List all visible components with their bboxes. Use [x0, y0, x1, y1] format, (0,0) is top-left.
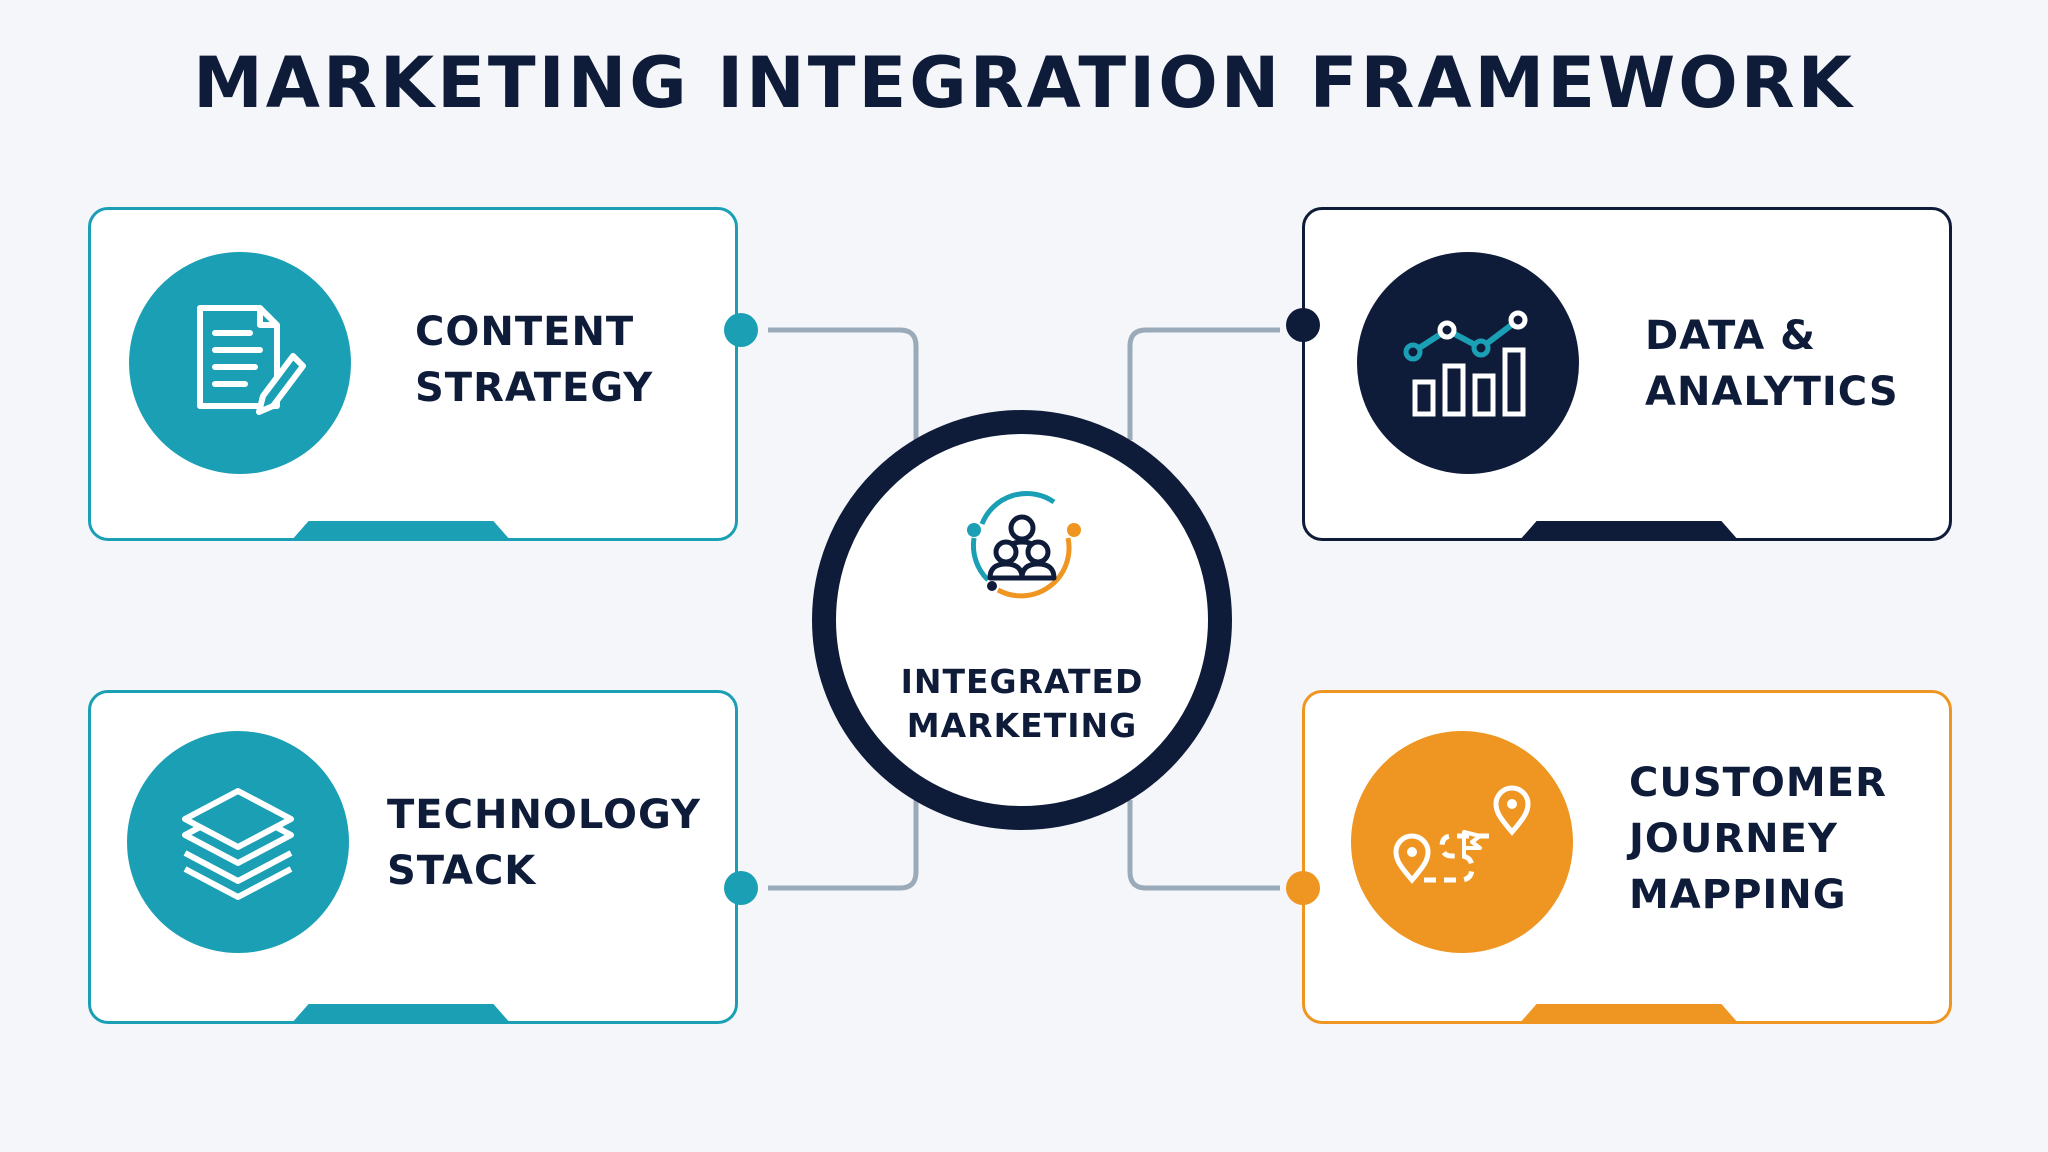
card-content-strategy: CONTENT STRATEGY	[88, 207, 738, 541]
card-tab	[291, 1004, 511, 1024]
card-label: TECHNOLOGY STACK	[387, 792, 701, 894]
card-data-analytics: DATA & ANALYTICS	[1302, 207, 1952, 541]
connector-dot	[1286, 871, 1320, 905]
card-label: CUSTOMER JOURNEY MAPPING	[1629, 760, 1887, 918]
layers-stack-icon	[127, 731, 349, 953]
page-title: MARKETING INTEGRATION FRAMEWORK	[193, 42, 1855, 124]
card-tab	[1519, 1004, 1739, 1024]
map-pins-route-icon	[1351, 731, 1573, 953]
card-label: CONTENT STRATEGY	[415, 309, 654, 411]
people-group-cycle-icon	[967, 490, 1081, 599]
card-tab	[1519, 521, 1739, 541]
connector-dot	[724, 871, 758, 905]
document-pencil-icon	[129, 252, 351, 474]
connector-dot	[724, 313, 758, 347]
hub-label: INTEGRATED MARKETING	[900, 662, 1144, 745]
card-tab	[291, 521, 511, 541]
bar-chart-trend-icon	[1357, 252, 1579, 474]
card-customer-journey-mapping: CUSTOMER JOURNEY MAPPING	[1302, 690, 1952, 1024]
connector-dot	[1286, 308, 1320, 342]
card-label: DATA & ANALYTICS	[1645, 313, 1899, 415]
card-technology-stack: TECHNOLOGY STACK	[88, 690, 738, 1024]
hub-circle: INTEGRATED MARKETING	[812, 410, 1232, 830]
